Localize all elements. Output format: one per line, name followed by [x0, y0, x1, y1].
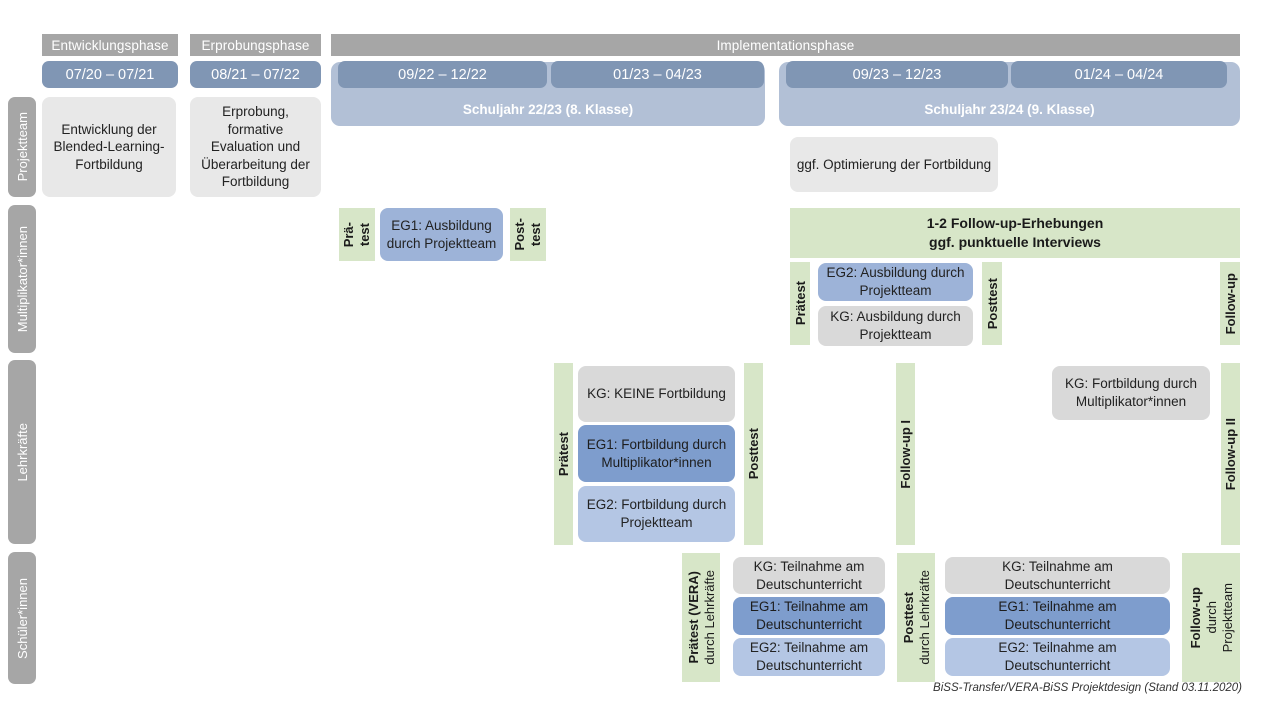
multiplikatoren-praetest-line1: Prä-: [340, 221, 356, 248]
schueler-right-eg2-box: EG2: Teilnahme am Deutschunterricht: [945, 638, 1170, 676]
phase-bar-label: Erprobungsphase: [201, 37, 310, 53]
projektteam-erprobung-label: Erprobung, formative Evaluation und Über…: [201, 104, 310, 190]
date-chip-label: 07/20 – 07/21: [65, 66, 155, 83]
projektteam-entwicklung-box: Entwicklung der Blended-Learning-Fortbil…: [42, 97, 176, 197]
schueler-followup-sub2-label: Projektteam: [1219, 582, 1235, 653]
projektteam-optimierung-box: ggf. Optimierung der Fortbildung: [790, 137, 998, 192]
footer-note-text: BiSS-Transfer/VERA-BiSS Projektdesign (S…: [933, 682, 1242, 694]
date-chip-label: 01/24 – 04/24: [1074, 66, 1164, 83]
lehrkraefte-praetest-label: Prätest: [556, 431, 571, 477]
multiplikatoren-eg2-label: EG2: Ausbildung durch Projektteam: [826, 265, 965, 298]
date-chip-0821-0722: 08/21 – 07/22: [190, 61, 321, 88]
schueler-right-kg-box: KG: Teilnahme am Deutschunterricht: [945, 557, 1170, 594]
school-year-label: Schuljahr 22/23 (8. Klasse): [462, 102, 634, 117]
phase-bar-label: Implementationsphase: [716, 37, 855, 53]
lehrkraefte-followup-1-label: Follow-up I: [898, 419, 913, 489]
phase-bar-erprobungsphase: Erprobungsphase: [190, 34, 321, 56]
phase-bar-entwicklungsphase: Entwicklungsphase: [42, 34, 178, 56]
schueler-followup-strip: Projektteam durch Follow-up: [1182, 553, 1240, 682]
schueler-right-eg2-label: EG2: Teilnahme am Deutschunterricht: [998, 640, 1117, 673]
date-chip-0720-0721: 07/20 – 07/21: [42, 61, 178, 88]
multiplikatoren-praetest2-label: Prätest: [792, 281, 808, 326]
lehrkraefte-kg-keine-label: KG: KEINE Fortbildung: [587, 386, 726, 402]
schueler-praetest-bold-label: Prätest (VERA): [685, 571, 701, 664]
schueler-mid-eg2-label: EG2: Teilnahme am Deutschunterricht: [749, 640, 869, 673]
date-chip-label: 08/21 – 07/22: [211, 66, 300, 83]
projektteam-entwicklung-label: Entwicklung der Blended-Learning-Fortbil…: [53, 121, 165, 172]
multiplikatoren-praetest-strip: test Prä-: [339, 208, 375, 261]
schueler-mid-eg2-box: EG2: Teilnahme am Deutschunterricht: [733, 638, 885, 676]
role-label-multiplikatorinnen: Multiplikator*innen: [8, 205, 36, 353]
multiplikatoren-kg-box: KG: Ausbildung durch Projektteam: [818, 306, 973, 346]
lehrkraefte-kg-fortbildung-label: KG: Fortbildung durch Multiplikator*inne…: [1064, 376, 1198, 409]
date-chip-0124-0424: 01/24 – 04/24: [1011, 61, 1227, 88]
role-label-schuelerinnen: Schüler*innen: [8, 552, 36, 684]
school-year-label: Schuljahr 23/24 (9. Klasse): [924, 102, 1095, 117]
schueler-right-kg-label: KG: Teilnahme am Deutschunterricht: [1002, 558, 1113, 592]
multiplikatoren-followup-band: 1-2 Follow-up-Erhebungen ggf. punktuelle…: [790, 208, 1240, 258]
schueler-mid-eg1-box: EG1: Teilnahme am Deutschunterricht: [733, 597, 885, 635]
role-label-projektteam: Projektteam: [8, 97, 36, 197]
lehrkraefte-posttest-strip: Posttest: [744, 363, 763, 545]
lehrkraefte-kg-fortbildung-box: KG: Fortbildung durch Multiplikator*inne…: [1052, 366, 1210, 420]
schueler-posttest-sub-label: durch Lehrkräfte: [916, 570, 932, 665]
multiplikatoren-followup-band-line1: 1-2 Follow-up-Erhebungen: [926, 215, 1104, 232]
multiplikatoren-kg-label: KG: Ausbildung durch Projektteam: [830, 309, 961, 342]
lehrkraefte-eg2-label: EG2: Fortbildung durch Projektteam: [586, 497, 727, 530]
schueler-right-eg1-box: EG1: Teilnahme am Deutschunterricht: [945, 597, 1170, 635]
projektteam-optimierung-label: ggf. Optimierung der Fortbildung: [796, 156, 992, 172]
projektteam-erprobung-box: Erprobung, formative Evaluation und Über…: [190, 97, 321, 197]
multiplikatoren-followup-label: Follow-up: [1222, 272, 1238, 335]
multiplikatoren-followup-band-line2: ggf. punktuelle Interviews: [929, 234, 1101, 250]
multiplikatoren-eg1-box: EG1: Ausbildung durch Projektteam: [380, 208, 503, 261]
multiplikatoren-eg2-box: EG2: Ausbildung durch Projektteam: [818, 263, 973, 301]
schueler-posttest-bold-label: Posttest: [900, 591, 916, 644]
lehrkraefte-eg1-box: EG1: Fortbildung durch Multiplikator*inn…: [578, 425, 735, 482]
schueler-praetest-strip: durch Lehrkräfte Prätest (VERA): [682, 553, 720, 682]
role-label-text: Multiplikator*innen: [14, 225, 30, 333]
schueler-followup-bold-label: Follow-up: [1187, 586, 1203, 649]
date-chip-label: 09/22 – 12/22: [398, 66, 487, 83]
schueler-followup-sub1-label: durch: [1203, 601, 1219, 634]
multiplikatoren-praetest2-strip: Prätest: [790, 262, 810, 345]
multiplikatoren-posttest-line2: test: [527, 222, 543, 247]
lehrkraefte-followup-2-label: Follow-up II: [1223, 417, 1238, 491]
phase-bar-label: Entwicklungsphase: [51, 37, 169, 53]
schueler-mid-kg-box: KG: Teilnahme am Deutschunterricht: [733, 557, 885, 594]
footer-note: BiSS-Transfer/VERA-BiSS Projektdesign (S…: [860, 682, 1242, 694]
lehrkraefte-eg2-box: EG2: Fortbildung durch Projektteam: [578, 486, 735, 542]
schueler-mid-kg-label: KG: Teilnahme am Deutschunterricht: [753, 558, 865, 592]
lehrkraefte-kg-keine-box: KG: KEINE Fortbildung: [578, 366, 735, 422]
schueler-praetest-sub-label: durch Lehrkräfte: [701, 570, 717, 665]
date-chip-label: 09/23 – 12/23: [852, 66, 942, 83]
schueler-mid-eg1-label: EG1: Teilnahme am Deutschunterricht: [749, 599, 869, 632]
role-label-lehrkraefte: Lehrkräfte: [8, 360, 36, 544]
lehrkraefte-praetest-strip: Prätest: [554, 363, 573, 545]
lehrkraefte-followup-2-strip: Follow-up II: [1221, 363, 1240, 545]
date-chip-0923-1223: 09/23 – 12/23: [786, 61, 1008, 88]
multiplikatoren-eg1-label: EG1: Ausbildung durch Projektteam: [386, 217, 497, 251]
multiplikatoren-posttest-strip: test Post-: [510, 208, 546, 261]
multiplikatoren-followup-strip: Follow-up: [1220, 262, 1240, 345]
role-label-text: Lehrkräfte: [14, 422, 30, 482]
date-chip-label: 01/23 – 04/23: [613, 66, 702, 83]
lehrkraefte-eg1-label: EG1: Fortbildung durch Multiplikator*inn…: [586, 436, 727, 470]
phase-bar-implementationsphase: Implementationsphase: [331, 34, 1240, 56]
lehrkraefte-posttest-label: Posttest: [746, 428, 761, 480]
role-label-text: Projektteam: [14, 112, 30, 182]
multiplikatoren-posttest2-strip: Posttest: [982, 262, 1002, 345]
lehrkraefte-followup-1-strip: Follow-up I: [896, 363, 915, 545]
multiplikatoren-praetest-line2: test: [356, 222, 372, 247]
schueler-posttest-strip: durch Lehrkräfte Posttest: [897, 553, 935, 682]
date-chip-0123-0423: 01/23 – 04/23: [551, 61, 764, 88]
role-label-text: Schüler*innen: [14, 577, 30, 659]
schueler-right-eg1-label: EG1: Teilnahme am Deutschunterricht: [998, 599, 1117, 632]
multiplikatoren-posttest2-label: Posttest: [984, 277, 1000, 330]
date-chip-0922-1222: 09/22 – 12/22: [338, 61, 547, 88]
multiplikatoren-posttest-line1: Post-: [511, 218, 527, 251]
